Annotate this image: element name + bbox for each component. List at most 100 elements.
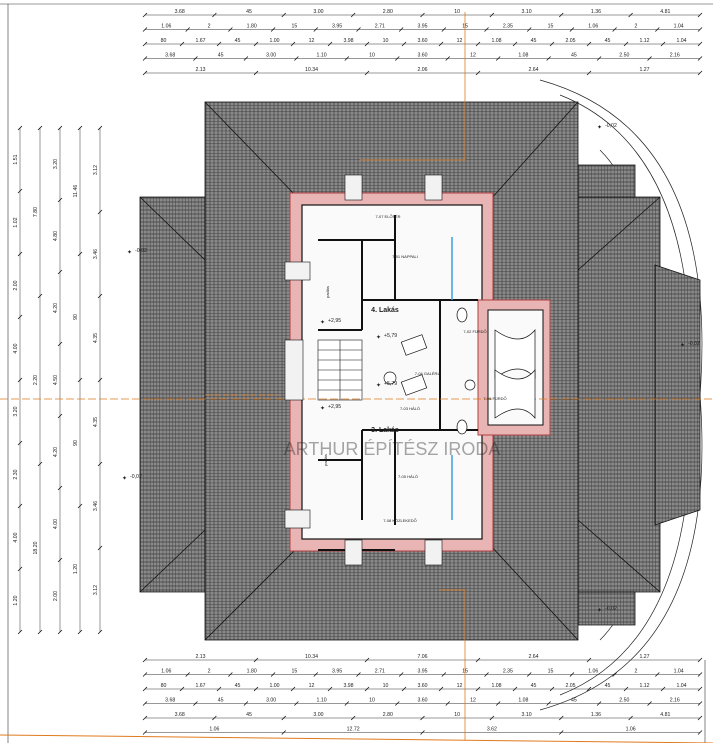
- dimension-label: 45: [605, 38, 611, 44]
- dim-tick: [17, 125, 23, 131]
- dimension-label: 1.20: [73, 564, 79, 574]
- dim-tick: [77, 377, 83, 383]
- roof-wings: [139, 164, 701, 626]
- dim-tick: [212, 715, 217, 721]
- dimension-label: 2.13: [195, 67, 205, 73]
- dim-tick: [77, 503, 83, 509]
- dimension-label: 3.60: [417, 683, 427, 689]
- dimension-label: 15: [292, 669, 298, 675]
- room-label: 7-02 FÜRDŐ: [463, 329, 486, 334]
- dim-tick: [17, 314, 23, 320]
- dimension-label: 15: [548, 669, 554, 675]
- dim-tick: [57, 269, 63, 275]
- dimension-label: 90: [73, 440, 79, 446]
- dimension-label: 3.95: [417, 24, 427, 30]
- dim-tick: [142, 730, 148, 735]
- dimension-label: 2: [635, 24, 638, 30]
- dimension-label: 4.81: [660, 712, 670, 718]
- dim-tick: [216, 41, 222, 47]
- dimension-label: 12: [309, 38, 315, 44]
- dimension-label: 7.80: [33, 207, 39, 217]
- dim-tick: [475, 657, 481, 663]
- dim-tick: [294, 56, 299, 61]
- dim-tick: [526, 672, 532, 677]
- dim-tick: [57, 197, 63, 203]
- dimension-label: 1.51: [13, 154, 19, 164]
- dim-tick: [546, 701, 551, 706]
- dimension-label: 2.30: [13, 469, 19, 479]
- dim-tick: [647, 56, 652, 61]
- frame-lines: [0, 3, 713, 743]
- room-label: 4. Lakás: [371, 307, 399, 314]
- room-label: 7-06 FÜRDŐ: [483, 396, 506, 401]
- dimension-label: 4.50: [53, 375, 59, 385]
- room-label: 7-01 NAPPALI: [392, 254, 418, 259]
- level-symbol: ✦: [376, 334, 381, 341]
- level-value: -0,02: [605, 123, 617, 129]
- dimension-label: 1.80: [247, 669, 257, 675]
- dim-tick: [179, 41, 185, 47]
- dimension-label: 12: [470, 53, 476, 59]
- room-label: 7-03 HÁLÓ: [400, 406, 420, 411]
- dimension-label: 7.06: [417, 654, 427, 660]
- dimension-label: 2.16: [670, 53, 680, 59]
- dim-tick: [344, 56, 350, 61]
- dim-tick: [17, 251, 23, 257]
- dim-tick: [243, 701, 249, 706]
- dim-tick: [185, 27, 190, 32]
- dimension-label: 3.68: [175, 712, 185, 718]
- dimension-label: 1.10: [317, 53, 327, 59]
- dim-tick: [401, 686, 407, 692]
- level-value: +2,95: [328, 318, 341, 324]
- dimension-label: 2: [208, 24, 211, 30]
- dim-tick: [356, 27, 361, 32]
- dimension-label: 2.00: [53, 591, 59, 601]
- level-marks: ✦-0,02✦-0,02✦-0,02✦-0,02✦-0,02✦+2,95✦+5,…: [122, 123, 700, 614]
- dimension-label: 1.12: [639, 683, 649, 689]
- dim-tick: [290, 686, 296, 692]
- dim-tick: [270, 672, 276, 677]
- level-value: -0,02: [688, 341, 700, 347]
- level-symbol: ✦: [376, 382, 381, 389]
- dimension-label: 2.35: [503, 24, 513, 30]
- dim-tick: [549, 686, 555, 692]
- dim-tick: [628, 12, 633, 18]
- dim-tick: [623, 686, 629, 692]
- dimension-label: 1.67: [195, 683, 205, 689]
- dim-tick: [193, 701, 198, 706]
- dimension-label: 3.46: [93, 501, 99, 511]
- dimension-label: 2: [635, 669, 638, 675]
- dimension-label: 1.02: [13, 217, 19, 227]
- dimension-label: 3.62: [487, 727, 497, 733]
- dim-tick: [17, 566, 23, 572]
- dimension-label: 45: [531, 683, 537, 689]
- dimension-label: 45: [571, 698, 577, 704]
- dim-tick: [37, 125, 43, 131]
- dim-tick: [290, 41, 296, 47]
- dim-tick: [438, 41, 444, 47]
- dim-tick: [356, 672, 361, 677]
- dimension-label: 11.46: [73, 185, 79, 198]
- dimension-label: 10: [454, 9, 460, 15]
- dim-tick: [495, 701, 501, 706]
- dimension-label: 90: [73, 314, 79, 320]
- dimension-label: 45: [218, 53, 224, 59]
- dimension-label: 3.00: [266, 698, 276, 704]
- dim-tick: [475, 41, 481, 47]
- dim-tick: [394, 56, 400, 61]
- dimension-label: 3.60: [417, 53, 427, 59]
- dimension-label: 1.06: [588, 24, 598, 30]
- dim-tick: [655, 672, 660, 677]
- dimension-label: 1.06: [209, 727, 219, 733]
- dim-tick: [512, 41, 518, 47]
- dimension-label: 3.98: [343, 683, 353, 689]
- dim-tick: [350, 12, 356, 18]
- dimension-label: 2.00: [13, 280, 19, 290]
- orange-section-line: [0, 734, 713, 744]
- dimension-label: 1.06: [588, 669, 598, 675]
- dim-tick: [586, 686, 592, 692]
- dimension-label: 10: [454, 712, 460, 718]
- dim-tick: [97, 125, 103, 131]
